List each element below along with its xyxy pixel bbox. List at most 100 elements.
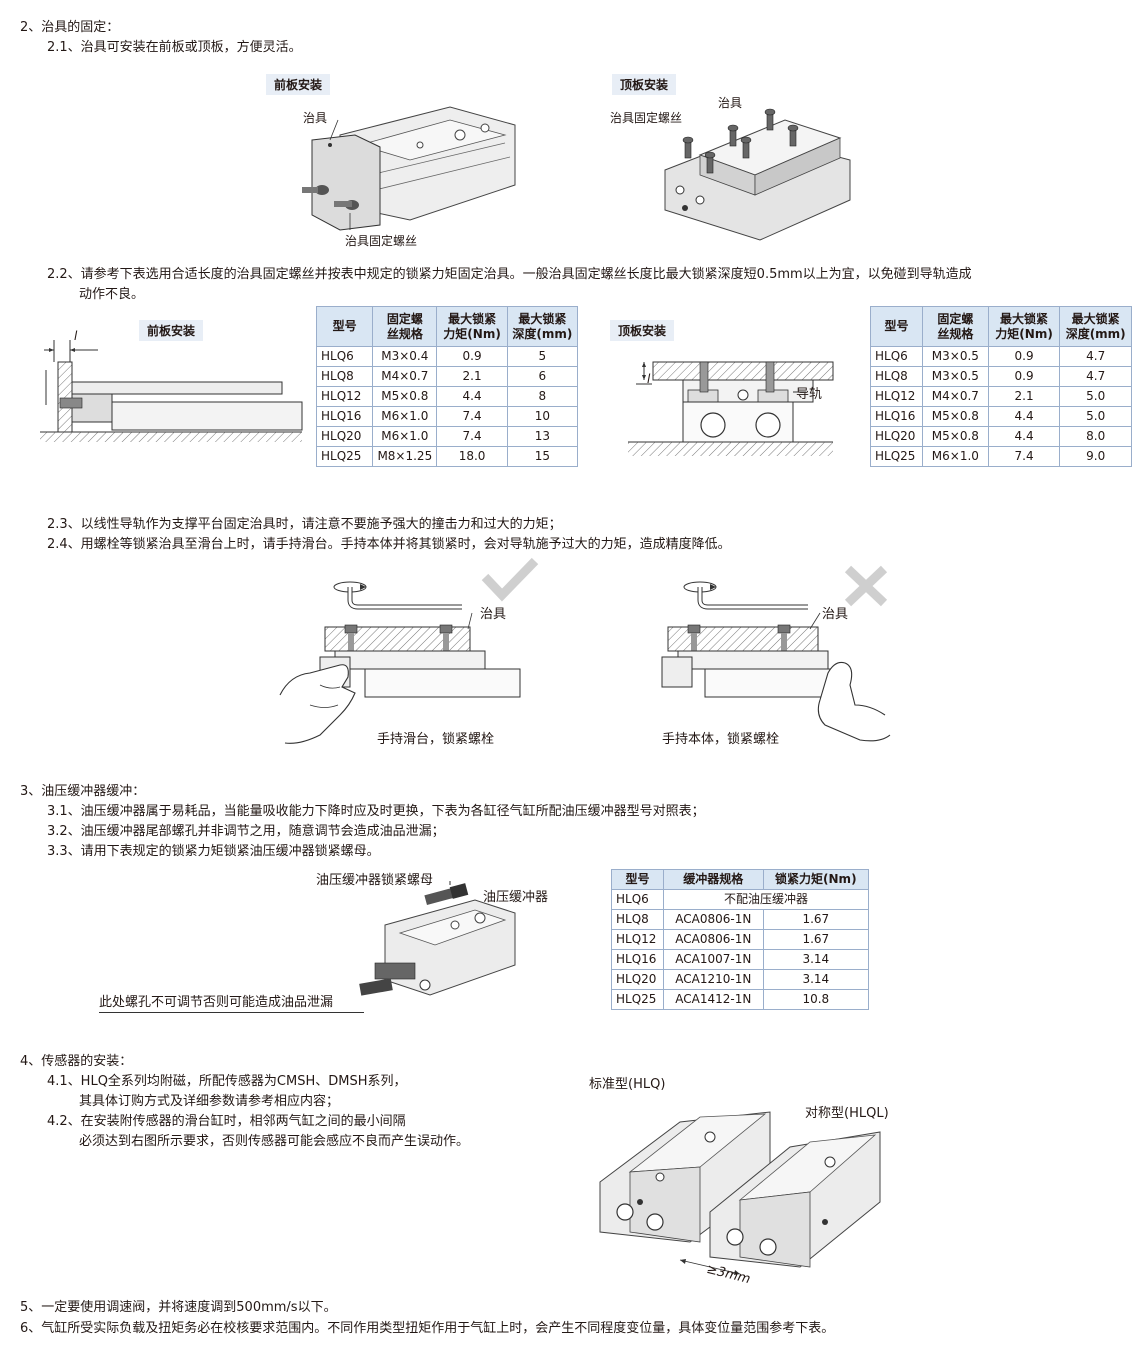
shock-absorber-illustration: [359, 881, 516, 996]
t1-header-torque: 最大锁紧 力矩(Nm): [436, 306, 508, 347]
cell: HLQ16: [870, 406, 923, 427]
cell: 5: [506, 346, 579, 367]
shock-hole-warning: 此处螺孔不可调节否则可能造成油品泄漏: [99, 995, 334, 1010]
top-fixture-label: 治具: [718, 96, 743, 110]
section-2-title: 2、治具的固定：: [20, 20, 120, 35]
cell: HLQ8: [870, 366, 923, 387]
section-6: 6、气缸所受实际负载及扭矩务必在校核要求范围内。不同作用类型扭矩作用于气缸上时，…: [20, 1321, 835, 1336]
ng-fixture-label: 治具: [822, 607, 849, 622]
t2-header-model: 型号: [870, 306, 923, 347]
t3-header-spec: 缓冲器规格: [662, 869, 764, 890]
t3-header-model: 型号: [611, 869, 664, 890]
shock-absorber-label: 油压缓冲器: [483, 890, 549, 905]
cell: 3.14: [762, 969, 870, 990]
cell: 15: [506, 446, 579, 467]
ok-caption: 手持滑台，锁紧螺栓: [377, 732, 495, 747]
cell: 7.4: [436, 406, 508, 427]
front-mount-tag-2: 前板安装: [139, 320, 204, 341]
cell: 10: [506, 406, 579, 427]
cell: 4.4: [987, 406, 1061, 427]
cell: 4.4: [987, 426, 1061, 447]
para-3-3: 3.3、请用下表规定的锁紧力矩锁紧油压缓冲器锁紧螺母。: [47, 844, 380, 859]
cell: M4×0.7: [921, 386, 989, 407]
cell: HLQ25: [611, 989, 664, 1010]
cell: 0.9: [987, 366, 1061, 387]
cell: HLQ20: [870, 426, 923, 447]
cell: 3.14: [762, 949, 870, 970]
para-3-1: 3.1、油压缓冲器属于易耗品，当能量吸收能力下降时应及时更换，下表为各缸径气缸所…: [47, 804, 705, 819]
cell: 2.1: [436, 366, 508, 387]
front-screw-label: 治具固定螺丝: [345, 234, 418, 248]
cell: 5.0: [1059, 386, 1132, 407]
para-2-2-line2: 动作不良。: [79, 287, 145, 302]
front-mount-illustration: [302, 106, 516, 231]
para-2-3: 2.3、以线性导轨作为支撑平台固定治具时，请注意不要施予强大的撞击力和过大的力矩…: [47, 517, 562, 532]
para-4-1-line2: 其具体订购方式及详细参数请参考相应内容；: [79, 1094, 340, 1109]
cell: M5×0.8: [921, 426, 989, 447]
cell: 10.8: [762, 989, 870, 1010]
para-2-1: 2.1、治具可安装在前板或顶板，方便灵活。: [47, 40, 302, 55]
cell: HLQ12: [611, 929, 664, 950]
cell: HLQ12: [315, 386, 374, 407]
cell: 1.67: [762, 909, 870, 930]
cell: 9.0: [1059, 446, 1132, 467]
t2-header-screw: 固定螺 丝规格: [921, 306, 989, 347]
cell: HLQ16: [611, 949, 664, 970]
ng-caption: 手持本体，锁紧螺栓: [662, 732, 780, 747]
hold-slide-illustration: [279, 557, 539, 744]
cell: M3×0.5: [921, 346, 989, 367]
warning-leader-line: [99, 1012, 364, 1013]
hold-body-illustration: [661, 565, 891, 742]
symmetric-type-label: 对称型(HLQL): [805, 1106, 889, 1121]
cell: 5.0: [1059, 406, 1132, 427]
cell: ACA1007-1N: [662, 949, 764, 970]
standard-type-label: 标准型(HLQ): [589, 1077, 666, 1092]
cell: M6×1.0: [372, 406, 438, 427]
cell: 4.4: [436, 386, 508, 407]
cell: HLQ25: [315, 446, 374, 467]
cell: 0.9: [436, 346, 508, 367]
section-3-title: 3、油压缓冲器缓冲：: [20, 784, 146, 799]
cell: HLQ8: [611, 909, 664, 930]
top-mount-tag-2: 顶板安装: [610, 320, 675, 341]
cell: HLQ20: [315, 426, 374, 447]
t2-header-depth: 最大锁紧 深度(mm): [1059, 306, 1132, 347]
cell: ACA0806-1N: [662, 909, 764, 930]
cell: 13: [506, 426, 579, 447]
cell: ACA1412-1N: [662, 989, 764, 1010]
para-2-4: 2.4、用螺栓等锁紧治具至滑台上时，请手持滑台。手持本体并将其锁紧时，会对导轨施…: [47, 537, 731, 552]
cell: 4.7: [1059, 346, 1132, 367]
cell: HLQ12: [870, 386, 923, 407]
cell: M6×1.0: [921, 446, 989, 467]
cell: ACA0806-1N: [662, 929, 764, 950]
ok-fixture-label: 治具: [480, 607, 507, 622]
section-4-title: 4、传感器的安装：: [20, 1054, 133, 1069]
t3-header-torque: 锁紧力矩(Nm): [762, 869, 870, 890]
t1-header-model: 型号: [315, 306, 374, 347]
para-2-2-line1: 2.2、请参考下表选用合适长度的治具固定螺丝并按表中规定的锁紧力矩固定治具。一般…: [47, 267, 972, 282]
para-4-1-line1: 4.1、HLQ全系列均附磁，所配传感器为CMSH、DMSH系列，: [47, 1074, 407, 1089]
cell: M5×0.8: [921, 406, 989, 427]
cell: HLQ6: [315, 346, 374, 367]
dim-l-label: l: [74, 329, 78, 343]
top-screw-label: 治具固定螺丝: [610, 111, 683, 125]
t2-header-torque: 最大锁紧 力矩(Nm): [987, 306, 1061, 347]
sensor-spacing-illustration: [599, 1111, 881, 1275]
check-icon: [481, 557, 539, 602]
cross-icon: [844, 565, 888, 607]
para-3-2: 3.2、油压缓冲器尾部螺孔并非调节之用，随意调节会造成油品泄漏；: [47, 824, 445, 839]
dim-l-label-2: l: [647, 372, 651, 386]
cell: HLQ6: [611, 889, 664, 910]
